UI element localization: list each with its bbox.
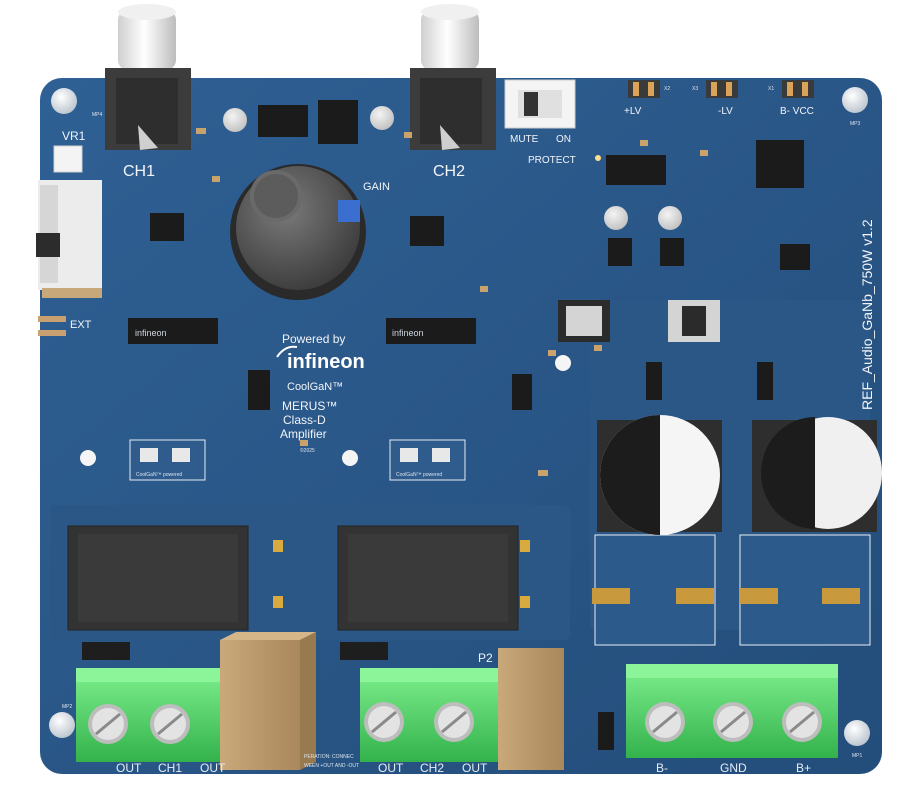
big-cap-c4 bbox=[752, 417, 882, 532]
terminal-power[interactable] bbox=[626, 664, 838, 758]
gain-label: GAIN bbox=[363, 181, 390, 193]
mp4-label: MP4 bbox=[92, 112, 103, 118]
gain-knob[interactable] bbox=[230, 164, 366, 300]
diode-d1b bbox=[340, 642, 388, 660]
inductor-l1a bbox=[67, 525, 249, 631]
minus-lv-label: -LV bbox=[718, 106, 733, 117]
powered-by-text: Powered by bbox=[282, 332, 345, 346]
inductor-pads bbox=[273, 540, 530, 608]
tan-chips bbox=[196, 128, 708, 476]
film-cap-c79b bbox=[498, 648, 564, 770]
rca-jack-ch2[interactable] bbox=[410, 4, 496, 150]
vr1-trimmer[interactable] bbox=[53, 145, 83, 173]
mp2-label: MP2 bbox=[62, 704, 73, 710]
vr1-label: VR1 bbox=[62, 129, 86, 143]
board-name: REF_Audio_GaNb_750W v1.2 bbox=[859, 219, 875, 410]
on-label: ON bbox=[556, 134, 571, 145]
rca-jack-ch1[interactable] bbox=[105, 4, 191, 150]
smd-components bbox=[128, 100, 810, 410]
film-cap-c79a bbox=[220, 632, 316, 770]
inductor-l1b bbox=[337, 525, 519, 631]
ch1-label: CH1 bbox=[123, 163, 155, 180]
warning-line1: PERATION: CONNEC bbox=[304, 754, 354, 760]
terminal-label: OUT bbox=[378, 761, 404, 775]
gan-module-b: CoolGaN™ powered bbox=[389, 439, 466, 481]
resistor-r13 bbox=[646, 362, 662, 400]
terminal-label: GND bbox=[720, 761, 747, 775]
plus-lv-label: +LV bbox=[624, 106, 642, 117]
pcb-zone bbox=[594, 534, 716, 646]
amplifier-text: Amplifier bbox=[280, 427, 327, 441]
x2-label: X2 bbox=[664, 86, 670, 92]
coolgan-powered-b: CoolGaN™ powered bbox=[396, 472, 442, 478]
gain-trim[interactable] bbox=[338, 200, 360, 222]
diode-d23 bbox=[598, 712, 614, 750]
header-x2[interactable] bbox=[628, 80, 660, 98]
resistor-r25 bbox=[757, 362, 773, 400]
brand-text: infineon bbox=[287, 351, 365, 373]
terminal-label: OUT bbox=[200, 761, 226, 775]
ext-label: EXT bbox=[70, 319, 92, 331]
ext-slide-switch[interactable] bbox=[36, 180, 102, 298]
mute-switch[interactable] bbox=[504, 79, 576, 129]
pcb-zone bbox=[739, 534, 871, 646]
merus-text: MERUS™ bbox=[282, 399, 337, 413]
terminal-out-ch2[interactable] bbox=[360, 668, 498, 762]
terminal-labels: OUT CH1 OUT OUT CH2 OUT B- GND B+ bbox=[116, 761, 811, 775]
terminal-label: OUT bbox=[462, 761, 488, 775]
x1-label: X1 bbox=[768, 86, 774, 92]
ext-header[interactable] bbox=[38, 316, 66, 336]
mute-label: MUTE bbox=[510, 134, 539, 145]
diode-d1a bbox=[82, 642, 130, 660]
class-d-text: Class-D bbox=[283, 413, 326, 427]
ic-brand-a: infineon bbox=[135, 328, 167, 338]
terminal-label: B- bbox=[656, 761, 668, 775]
terminal-label: OUT bbox=[116, 761, 142, 775]
big-cap-c10 bbox=[597, 415, 722, 535]
coolgan-text: CoolGaN™ bbox=[287, 381, 343, 393]
protect-label: PROTECT bbox=[528, 155, 576, 166]
ic-brand-b: infineon bbox=[392, 328, 424, 338]
coolgan-powered-a: CoolGaN™ powered bbox=[136, 472, 182, 478]
year-text: ©2025 bbox=[300, 447, 315, 454]
b-vcc-label: B- VCC bbox=[780, 106, 814, 117]
mp3-label: MP3 bbox=[850, 121, 861, 127]
protect-led bbox=[595, 155, 601, 161]
terminal-out-ch1[interactable] bbox=[76, 668, 220, 762]
header-x1[interactable] bbox=[782, 80, 814, 98]
warning-line2: WEEN +OUT AND -OUT bbox=[304, 763, 359, 769]
mosfet-q4 bbox=[558, 300, 610, 342]
gan-module-a: CoolGaN™ powered bbox=[129, 439, 206, 481]
infineon-logo: Powered by infineon CoolGaN™ MERUS™ Clas… bbox=[276, 332, 365, 454]
terminal-label: B+ bbox=[796, 761, 811, 775]
header-x3[interactable] bbox=[706, 80, 738, 98]
mosfet-q5 bbox=[668, 300, 720, 342]
small-caps bbox=[223, 106, 682, 230]
p2-label: P2 bbox=[478, 651, 493, 665]
mounting-holes bbox=[49, 87, 870, 746]
x3-label: X3 bbox=[692, 86, 698, 92]
cap-pads bbox=[592, 588, 860, 604]
terminal-label: CH2 bbox=[420, 761, 444, 775]
terminal-label: CH1 bbox=[158, 761, 182, 775]
mp1-label: MP1 bbox=[852, 753, 863, 759]
ch2-label: CH2 bbox=[433, 163, 465, 180]
